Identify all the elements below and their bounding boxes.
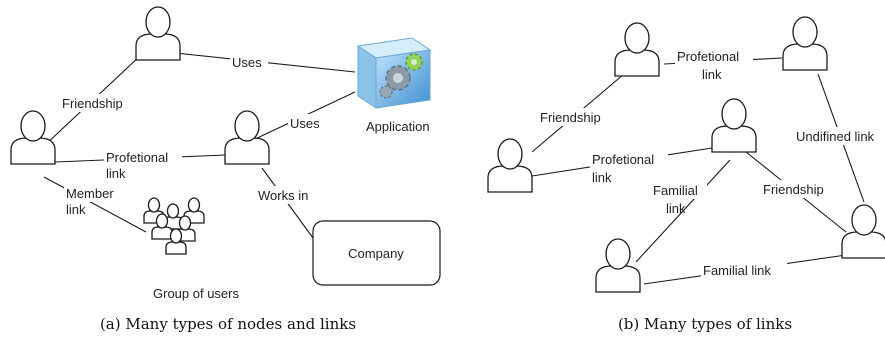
label-company: Company xyxy=(348,246,404,261)
gear-icon xyxy=(379,53,423,99)
person-icon xyxy=(841,204,885,259)
label-familial: Familial xyxy=(653,183,698,198)
label-familial-link: link xyxy=(666,201,686,216)
company-node xyxy=(312,220,441,286)
label-uses-top: Uses xyxy=(232,55,262,70)
person-icon xyxy=(595,238,641,293)
label-friendship-left: Friendship xyxy=(540,110,601,125)
caption-b: (b) Many types of links xyxy=(618,315,792,333)
label-profetional: Profetional xyxy=(106,150,168,165)
person-icon xyxy=(614,22,660,77)
label-member: Member xyxy=(66,186,114,201)
label-profetional-top-link: link xyxy=(702,67,722,82)
label-friendship: Friendship xyxy=(62,96,123,111)
label-profetional-mid-link: link xyxy=(592,170,612,185)
caption-a: (a) Many types of nodes and links xyxy=(100,315,356,333)
panel-a: Uses Friendship Uses Application Profeti… xyxy=(10,6,441,333)
label-application: Application xyxy=(366,119,430,134)
label-profetional-top: Profetional xyxy=(677,49,739,64)
label-undefined-link: Undifined link xyxy=(796,129,875,144)
person-icon xyxy=(135,6,181,61)
label-friendship-right: Friendship xyxy=(763,182,824,197)
label-familial-bottom: Familial link xyxy=(703,263,771,278)
label-member-link: link xyxy=(66,202,86,217)
edge-member xyxy=(43,176,147,233)
panel-b: Profetional link Friendship Undifined li… xyxy=(487,16,885,333)
label-profetional-link: link xyxy=(106,166,126,181)
label-group-of-users: Group of users xyxy=(153,286,239,301)
application-cube-icon xyxy=(356,37,432,109)
label-profetional-mid: Profetional xyxy=(592,152,654,167)
group-of-users-icon xyxy=(143,197,205,255)
edge-familial-vertical xyxy=(635,159,731,263)
label-uses-right: Uses xyxy=(290,116,320,131)
person-icon xyxy=(711,98,757,153)
person-icon xyxy=(782,16,828,71)
person-icon xyxy=(487,138,533,193)
person-icon xyxy=(224,110,270,165)
label-works-in: Works in xyxy=(258,188,308,203)
person-icon xyxy=(10,110,56,165)
